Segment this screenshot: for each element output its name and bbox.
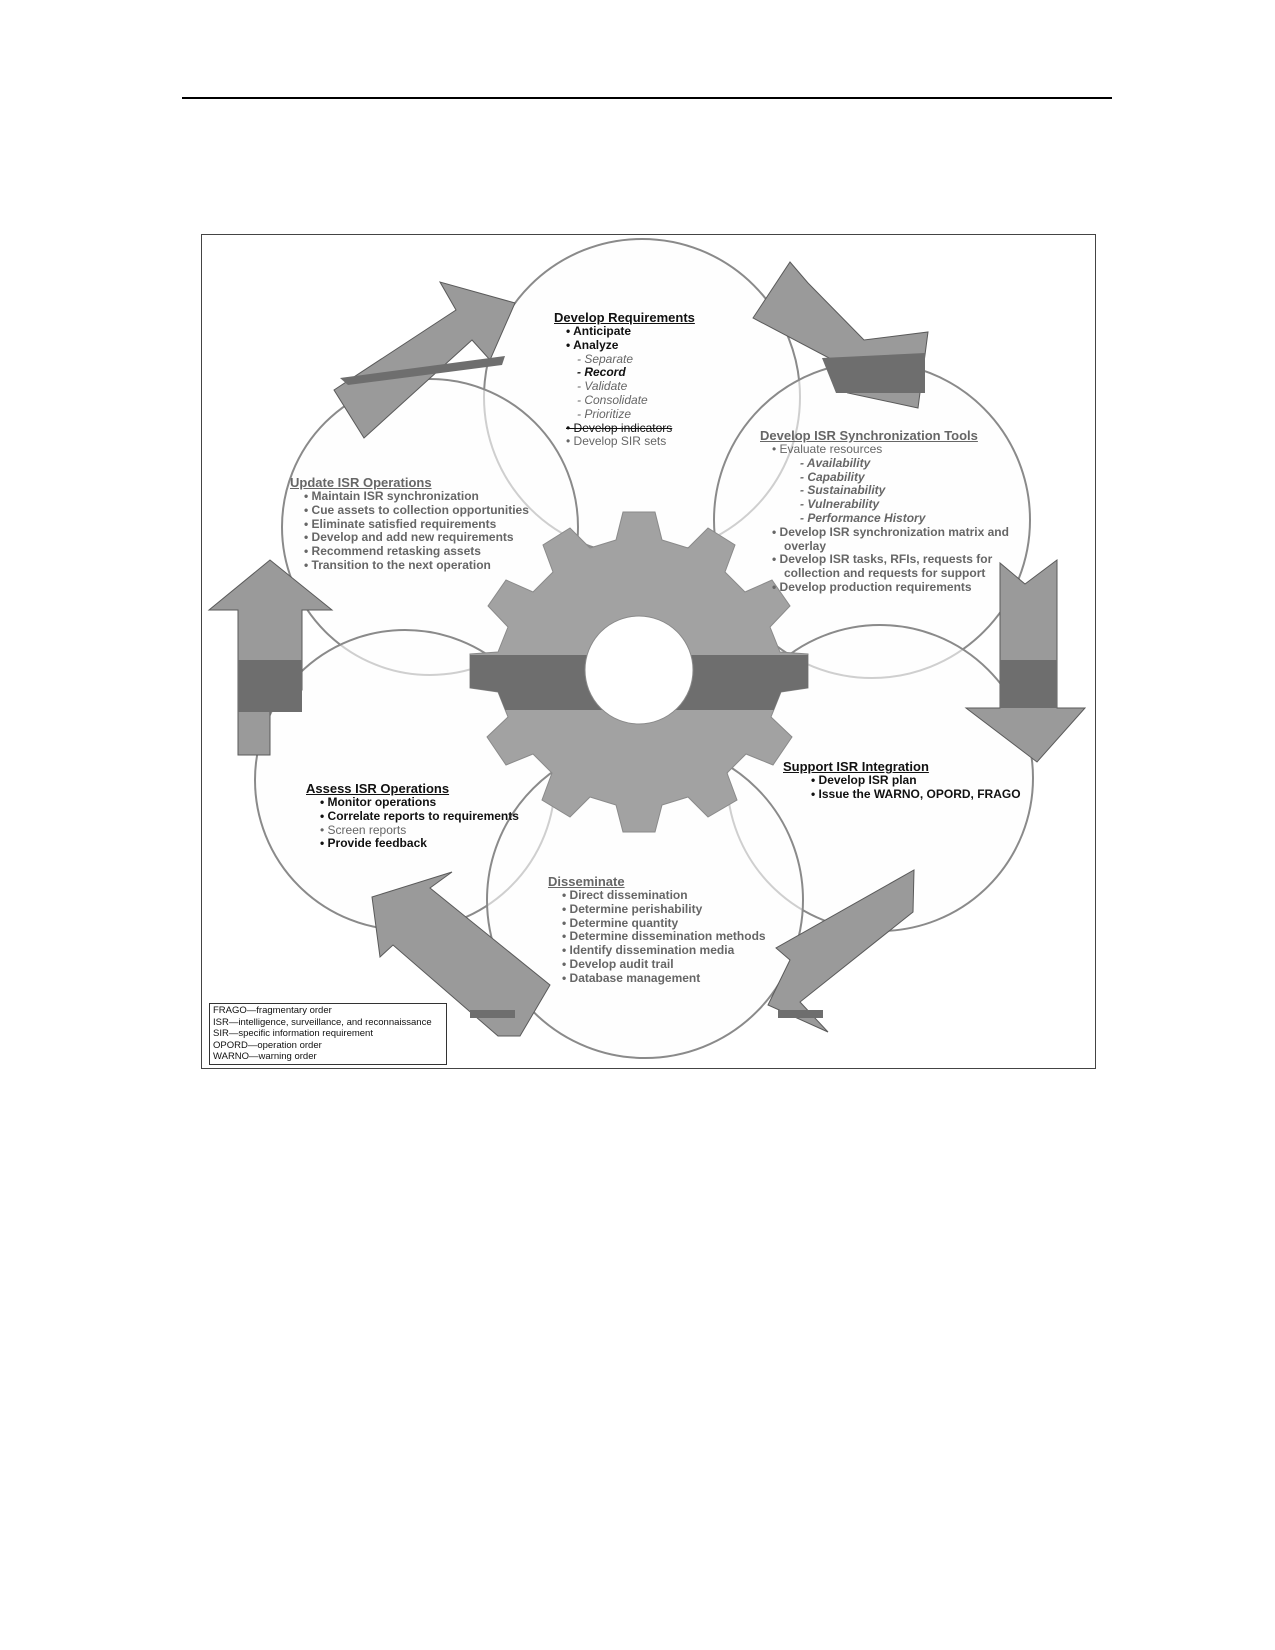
title-support-isr-integration: Support ISR Integration: [783, 759, 929, 774]
list-item: • Determine perishability: [562, 901, 703, 916]
block-assess-isr-operations: Assess ISR Operations • Monitor operatio…: [306, 781, 519, 851]
list-item: • Issue the WARNO, OPORD, FRAGO: [811, 786, 1021, 801]
list-item: - Prioritize: [577, 406, 632, 421]
arrow-band-lower-left: [470, 1010, 515, 1018]
arrow-band-top-right: [822, 353, 925, 393]
list-item: - Performance History: [800, 510, 926, 525]
legend-entry: WARNO—warning order: [213, 1051, 317, 1063]
block-support-isr-integration: Support ISR Integration • Develop ISR pl…: [783, 759, 1021, 802]
legend-entry: ISR—intelligence, surveillance, and reco…: [213, 1016, 432, 1028]
list-item: - Separate: [577, 351, 634, 366]
list-item: - Sustainability: [800, 483, 886, 498]
list-item: - Vulnerability: [800, 497, 880, 512]
arrow-lower-left: [371, 871, 551, 1037]
list-item: • Recommend retasking assets: [304, 544, 481, 559]
block-develop-sync-tools: Develop ISR Synchronization Tools • Eval…: [760, 428, 1009, 595]
list-item: - Capability: [800, 469, 865, 484]
list-item: • Develop ISR plan: [811, 773, 917, 787]
list-item: - Consolidate: [577, 392, 648, 407]
list-item: • Determine dissemination methods: [562, 929, 766, 944]
legend-entry: FRAGO—fragmentary order: [213, 1005, 332, 1016]
list-item: • Identify dissemination media: [562, 943, 735, 958]
list-item: overlay: [784, 538, 827, 553]
arrow-band-right: [1000, 660, 1057, 708]
list-item: • Anticipate: [566, 324, 632, 338]
list-item: • Cue assets to collection opportunities: [304, 502, 529, 517]
legend-entry: OPORD—operation order: [213, 1039, 322, 1051]
list-item: • Evaluate resources: [772, 442, 883, 456]
arrow-band-left: [238, 660, 302, 712]
list-item: • Eliminate satisfied requirements: [304, 516, 497, 531]
list-item: • Develop indicators: [566, 420, 673, 435]
list-item: - Validate: [577, 379, 628, 394]
block-disseminate: Disseminate • Direct dissemination • Det…: [548, 874, 766, 986]
list-item: • Direct dissemination: [562, 888, 688, 902]
arrow-band-top-left: [340, 356, 505, 385]
center-gear: [469, 511, 809, 833]
list-item: • Monitor operations: [320, 795, 437, 809]
list-item: collection and requests for support: [784, 566, 986, 581]
list-item: • Develop SIR sets: [566, 434, 667, 449]
header-rule: [182, 97, 1112, 99]
list-item: • Develop and add new requirements: [304, 530, 514, 545]
legend-entry: SIR—specific information requirement: [213, 1028, 373, 1040]
arrow-band-lower-right: [778, 1010, 823, 1018]
block-develop-requirements: Develop Requirements • Anticipate • Anal…: [554, 310, 695, 449]
list-item: • Develop production requirements: [772, 579, 972, 594]
list-item: • Transition to the next operation: [304, 557, 491, 572]
title-disseminate: Disseminate: [548, 874, 625, 889]
list-item: • Screen reports: [320, 822, 407, 837]
title-update-isr-operations: Update ISR Operations: [290, 475, 432, 490]
list-item: • Develop ISR synchronization matrix and: [772, 524, 1009, 539]
list-item: • Database management: [562, 970, 701, 985]
list-item: • Analyze: [566, 337, 619, 352]
list-item: • Correlate reports to requirements: [320, 808, 519, 823]
list-item: • Develop audit trail: [562, 956, 674, 971]
list-item: • Maintain ISR synchronization: [304, 489, 479, 503]
title-assess-isr-operations: Assess ISR Operations: [306, 781, 450, 796]
block-update-isr-operations: Update ISR Operations • Maintain ISR syn…: [290, 475, 529, 573]
arrow-top-left: [333, 281, 516, 439]
title-develop-sync-tools: Develop ISR Synchronization Tools: [760, 428, 978, 443]
gear-hole: [584, 615, 694, 725]
list-item: - Record: [577, 365, 626, 380]
arrow-lower-right: [767, 869, 915, 1033]
abbreviation-legend: FRAGO—fragmentary order ISR—intelligence…: [209, 1003, 447, 1065]
list-item: • Develop ISR tasks, RFIs, requests for: [772, 552, 993, 567]
list-item: • Determine quantity: [562, 915, 679, 930]
list-item: • Provide feedback: [320, 836, 427, 851]
title-develop-requirements: Develop Requirements: [554, 310, 695, 325]
list-item: - Availability: [800, 455, 871, 470]
